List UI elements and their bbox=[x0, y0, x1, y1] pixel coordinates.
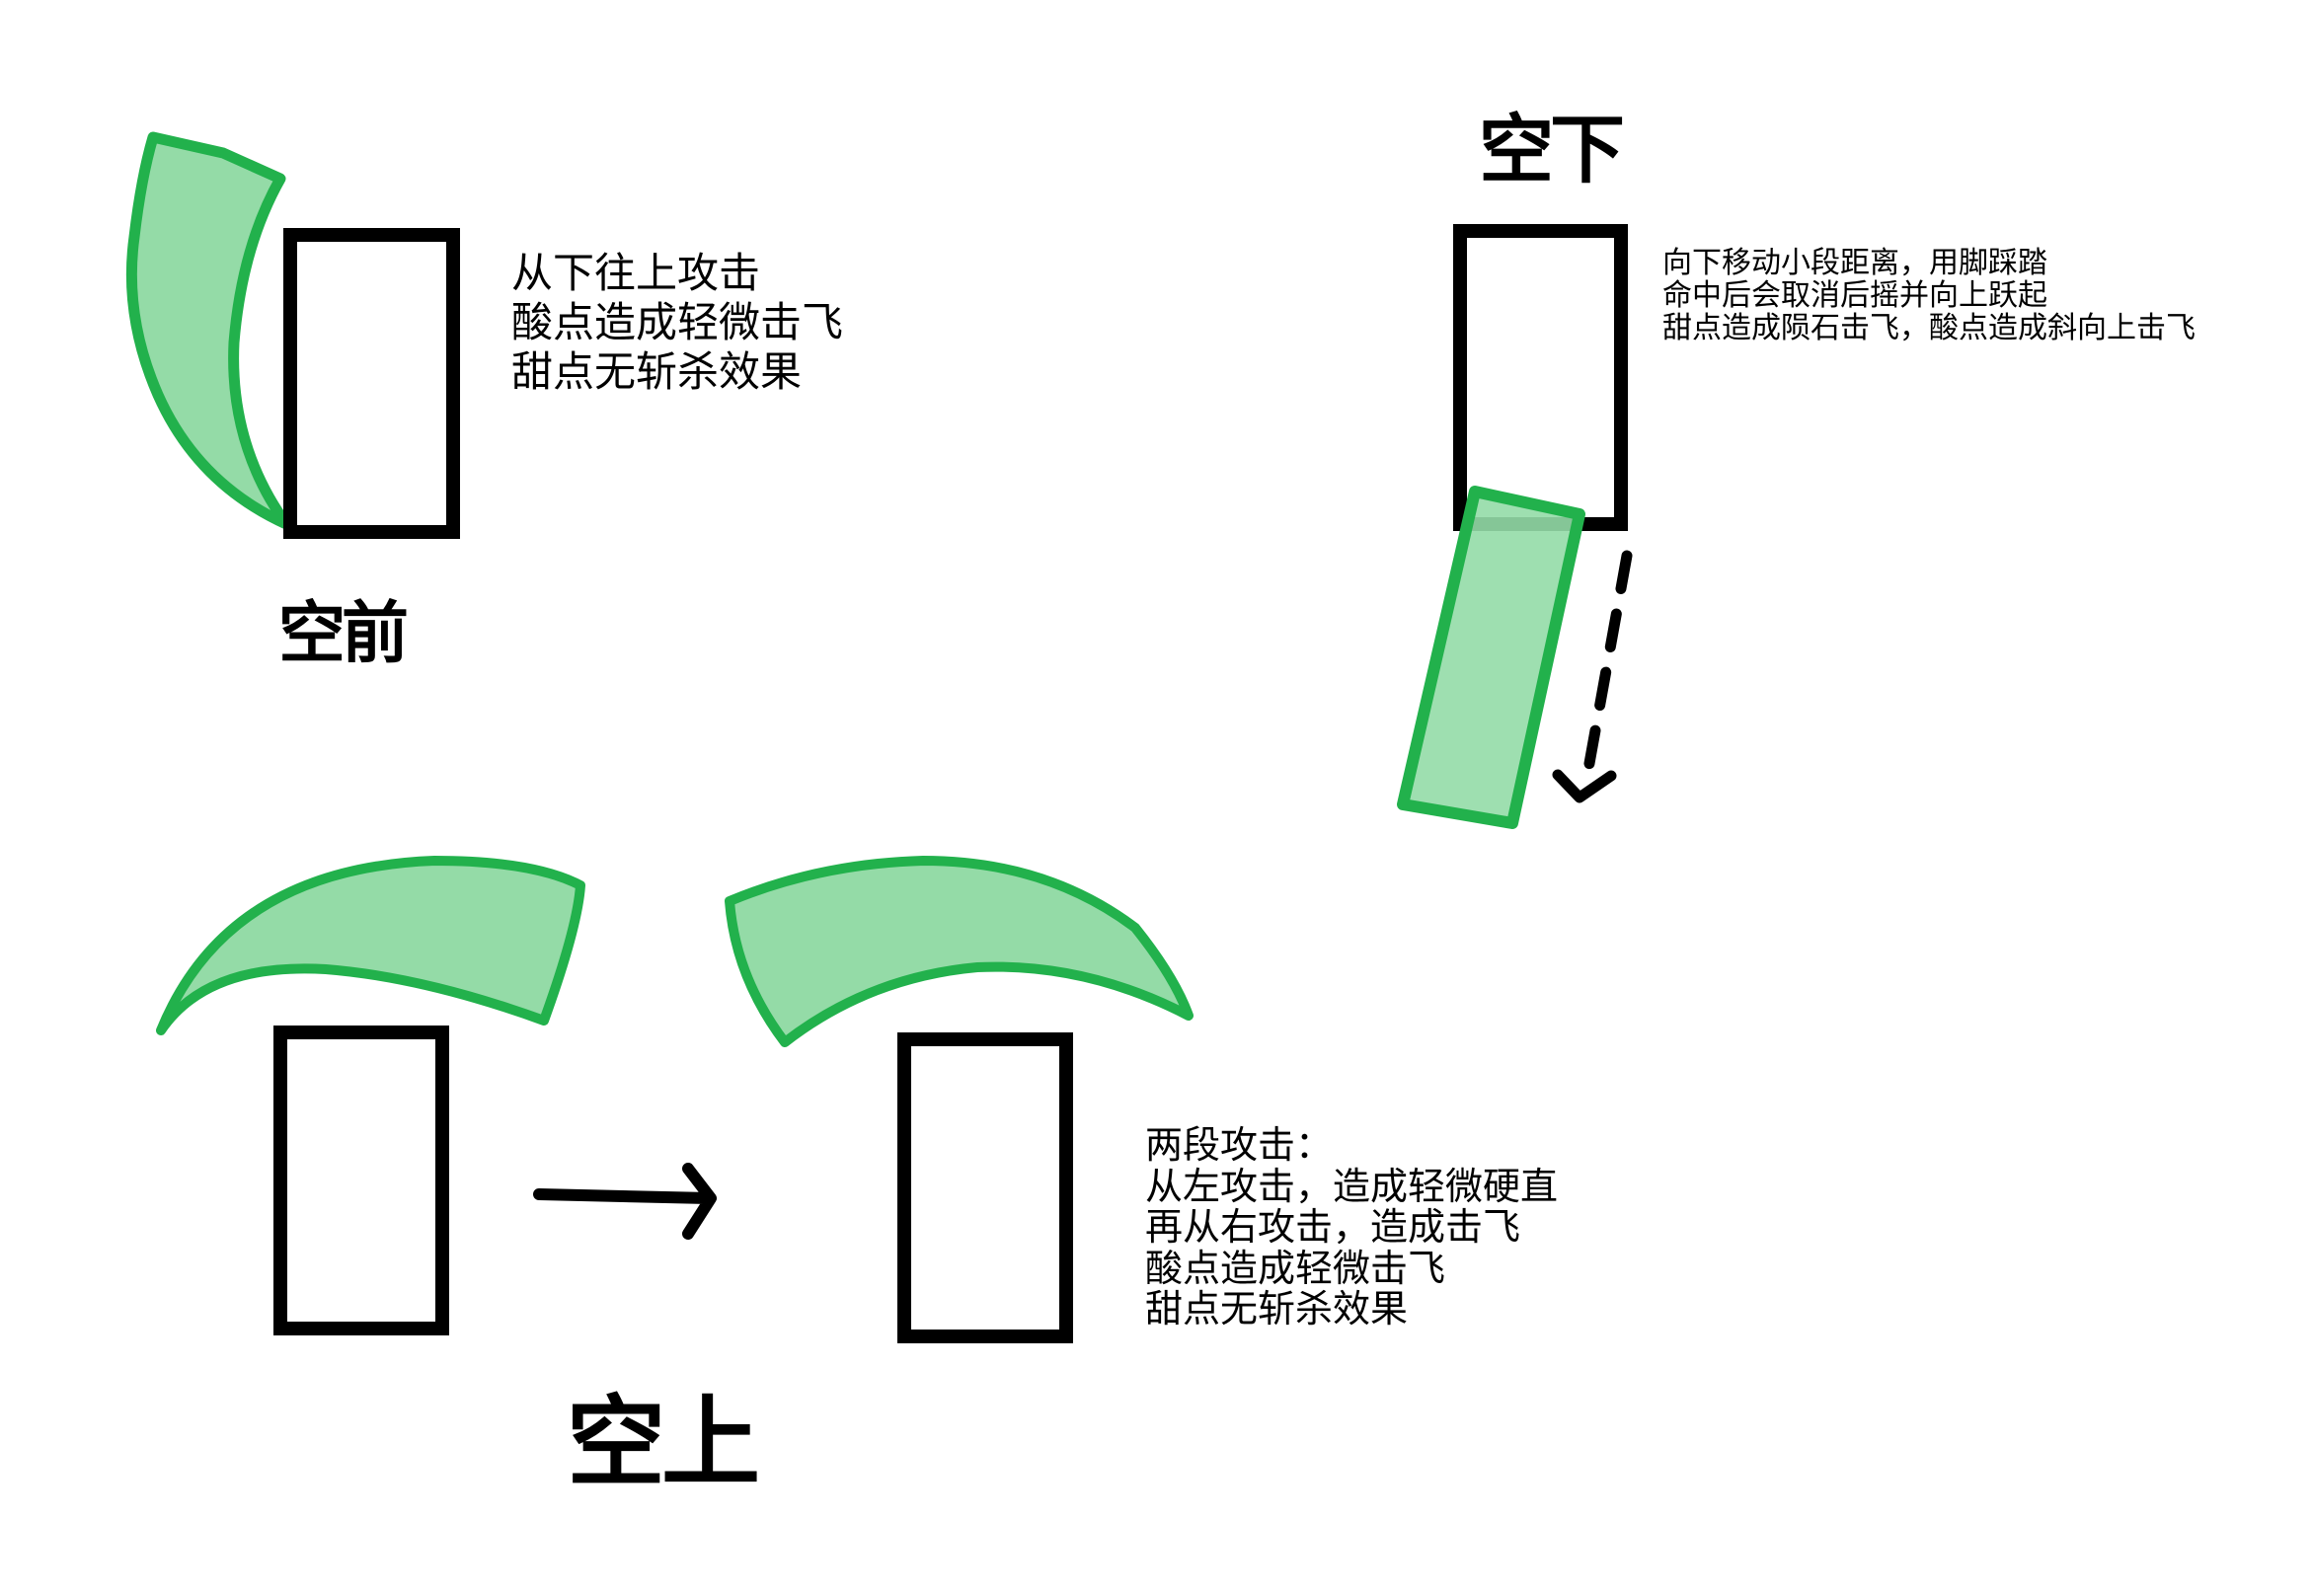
description-line: 甜点造成陨石击飞，酸点造成斜向上击飞 bbox=[1662, 311, 2196, 345]
air-up-description: 两段攻击： 从左攻击，造成轻微硬直 再从右攻击，造成击飞 酸点造成轻微击飞 甜点… bbox=[1145, 1123, 1559, 1330]
right-arrow bbox=[533, 1163, 717, 1240]
description-line: 从左攻击，造成轻微硬直 bbox=[1145, 1164, 1559, 1208]
air-forward-label: 空前 bbox=[278, 595, 409, 673]
character-box-air-down bbox=[1453, 224, 1628, 531]
dashed-arrow-head bbox=[1552, 769, 1617, 803]
description-line: 再从右攻击，造成击飞 bbox=[1145, 1205, 1521, 1249]
description-line: 酸点造成轻微击飞 bbox=[511, 298, 844, 346]
description-line: 两段攻击： bbox=[1145, 1123, 1334, 1167]
description-line: 酸点造成轻微击飞 bbox=[1145, 1246, 1446, 1290]
air-down-foot-hitbox bbox=[1397, 486, 1585, 829]
description-line: 向下移动小段距离，用脚踩踏 bbox=[1662, 246, 2047, 280]
description-line: 命中后会取消后摇并向上跃起 bbox=[1662, 278, 2047, 313]
dashed-down-arrow bbox=[1580, 550, 1633, 786]
air-up-label: 空上 bbox=[567, 1385, 760, 1500]
character-box-air-up-left bbox=[273, 1026, 449, 1335]
air-down-label: 空下 bbox=[1479, 106, 1625, 193]
air-down-description: 向下移动小段距离，用脚踩踏 命中后会取消后摇并向上跃起 甜点造成陨石击飞，酸点造… bbox=[1662, 247, 2196, 344]
character-box-air-forward bbox=[283, 228, 460, 539]
character-box-air-up-right bbox=[897, 1032, 1073, 1343]
air-up-blade-right bbox=[725, 856, 1194, 1047]
air-forward-blade bbox=[125, 131, 292, 530]
air-up-blade-left bbox=[156, 856, 585, 1035]
description-line: 从下往上攻击 bbox=[511, 249, 761, 297]
air-forward-description: 从下往上攻击 酸点造成轻微击飞 甜点无斩杀效果 bbox=[511, 249, 843, 397]
description-line: 甜点无斩杀效果 bbox=[1145, 1287, 1409, 1330]
description-line: 甜点无斩杀效果 bbox=[511, 347, 803, 396]
